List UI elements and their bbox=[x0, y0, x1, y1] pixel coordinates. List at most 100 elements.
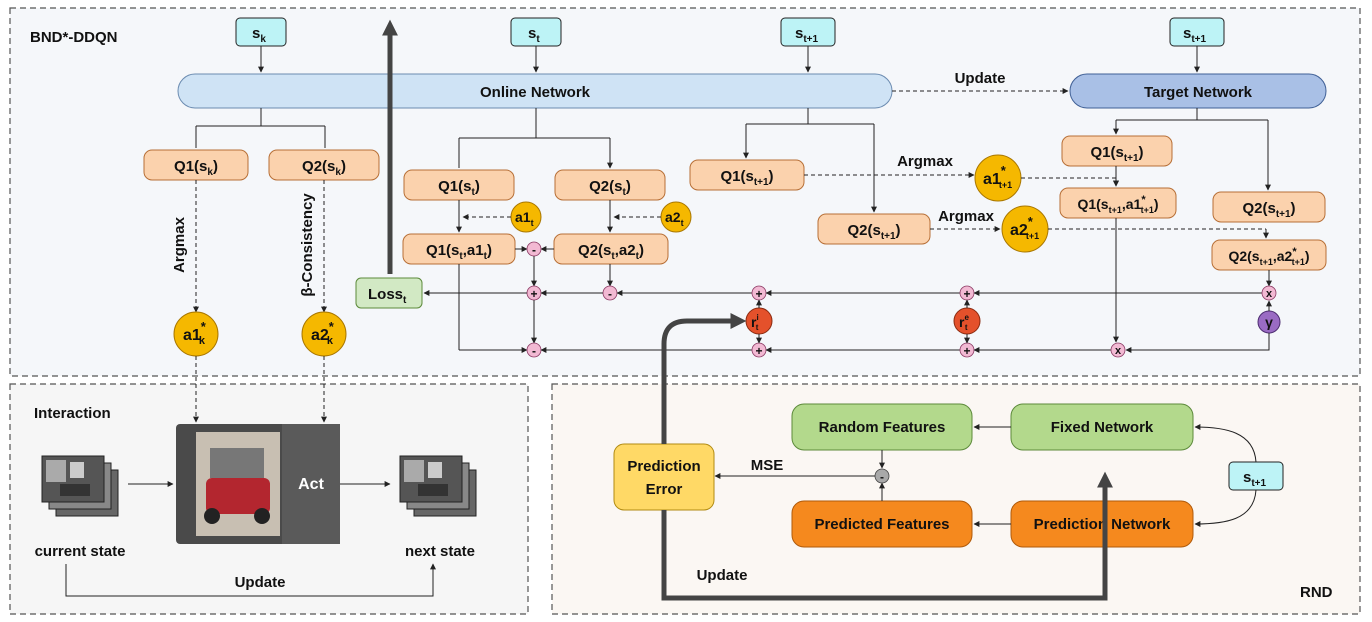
svg-text:Online Network: Online Network bbox=[480, 84, 591, 101]
prediction-network-node: Prediction Network bbox=[1010, 500, 1194, 548]
svg-text:a1t: a1t bbox=[515, 209, 534, 228]
input-st1: st+1 bbox=[780, 17, 836, 47]
q2-st1-node: Q2(st+1) bbox=[817, 213, 931, 245]
agent-robot-image: Act bbox=[176, 424, 340, 544]
predicted-features-node: Predicted Features bbox=[791, 500, 973, 548]
svg-text:a1*t+1: a1*t+1 bbox=[983, 163, 1012, 190]
a2k-star-circle: a2*k bbox=[301, 311, 347, 357]
svg-text:-: - bbox=[532, 344, 536, 358]
minus-op-3: - bbox=[526, 342, 542, 358]
times-op-upper: x bbox=[1261, 285, 1277, 301]
random-features-node: Random Features bbox=[791, 403, 973, 451]
q2-st-node: Q2(st) bbox=[554, 169, 666, 201]
q1-sk-node: Q1(sk) bbox=[143, 149, 249, 181]
ddqn-title: BND*-DDQN bbox=[30, 29, 118, 46]
svg-text:Q2(st+1,a2*t+1): Q2(st+1,a2*t+1) bbox=[1228, 246, 1309, 267]
svg-text:+: + bbox=[963, 287, 970, 301]
svg-text:Fixed Network: Fixed Network bbox=[1051, 419, 1154, 436]
gamma-circle: γ bbox=[1257, 310, 1281, 334]
svg-text:Random Features: Random Features bbox=[819, 419, 946, 436]
current-state-label: current state bbox=[35, 543, 126, 560]
svg-text:Target Network: Target Network bbox=[1144, 84, 1253, 101]
target-network: Target Network bbox=[1069, 73, 1327, 109]
rnd-title: RND bbox=[1300, 584, 1333, 601]
argmax-label-k: Argmax bbox=[171, 216, 188, 273]
a1k-star-circle: a1*k bbox=[173, 311, 219, 357]
q1-st-at-node: Q1(st,a1t) bbox=[402, 233, 516, 265]
next-state-frames bbox=[399, 455, 477, 517]
intrinsic-reward-feedback-arrow bbox=[661, 312, 747, 444]
minus-op-1: - bbox=[526, 241, 542, 257]
svg-text:-: - bbox=[608, 287, 612, 301]
input-st1-target: st+1 bbox=[1169, 17, 1225, 47]
a1t-circle: a1t bbox=[510, 201, 542, 233]
svg-text:Prediction: Prediction bbox=[627, 458, 700, 475]
a2t-circle: a2t bbox=[660, 201, 692, 233]
q1-st-node: Q1(st) bbox=[403, 169, 515, 201]
svg-text:Q1(st+1): Q1(st+1) bbox=[720, 168, 773, 188]
svg-text:rit: rit bbox=[751, 313, 759, 332]
a2-star-t1-circle: a2*t+1 bbox=[1001, 205, 1049, 253]
svg-text:st: st bbox=[528, 25, 540, 45]
svg-text:Q1(st,a1t): Q1(st,a1t) bbox=[426, 242, 492, 262]
svg-text:+: + bbox=[755, 344, 762, 358]
update-label-target: Update bbox=[955, 70, 1006, 87]
svg-text:Q2(st+1): Q2(st+1) bbox=[847, 222, 900, 242]
svg-text:ret: ret bbox=[959, 313, 969, 332]
svg-text:Q1(st+1): Q1(st+1) bbox=[1090, 144, 1143, 164]
svg-text:Prediction Network: Prediction Network bbox=[1034, 516, 1171, 533]
q1-st1-node: Q1(st+1) bbox=[689, 159, 805, 191]
svg-text:+: + bbox=[755, 287, 762, 301]
svg-text:Q1(st+1,a1*t+1): Q1(st+1,a1*t+1) bbox=[1077, 194, 1158, 215]
svg-text:-: - bbox=[880, 470, 884, 484]
svg-text:st+1: st+1 bbox=[795, 25, 819, 45]
svg-text:a1*k: a1*k bbox=[183, 319, 207, 347]
svg-text:a2t: a2t bbox=[665, 209, 684, 228]
q2-st-at-node: Q2(st,a2t) bbox=[553, 233, 669, 265]
argmax-label-q2: Argmax bbox=[938, 208, 995, 225]
svg-text:Q1(sk): Q1(sk) bbox=[174, 158, 218, 178]
svg-text:Predicted Features: Predicted Features bbox=[814, 516, 949, 533]
target-q2-st1-a2-node: Q2(st+1,a2*t+1) bbox=[1211, 239, 1327, 271]
svg-text:Q2(sk): Q2(sk) bbox=[302, 158, 346, 178]
times-op-lower: x bbox=[1110, 342, 1126, 358]
svg-text:st+1: st+1 bbox=[1183, 25, 1207, 45]
svg-text:sk: sk bbox=[252, 25, 266, 45]
svg-text:-: - bbox=[532, 243, 536, 257]
target-q1-st1-a1-node: Q1(st+1,a1*t+1) bbox=[1059, 187, 1177, 219]
interaction-title: Interaction bbox=[34, 405, 111, 422]
svg-text:Losst: Losst bbox=[368, 286, 407, 306]
loss-node: Losst bbox=[355, 277, 423, 309]
svg-text:Q2(st+1): Q2(st+1) bbox=[1242, 200, 1295, 220]
input-st1-rnd: st+1 bbox=[1228, 461, 1284, 491]
svg-text:x: x bbox=[1115, 345, 1122, 357]
svg-text:a2*k: a2*k bbox=[311, 319, 335, 347]
a1-star-t1-circle: a1*t+1 bbox=[974, 154, 1022, 202]
prediction-error-node: Prediction Error bbox=[613, 443, 715, 511]
q2-sk-node: Q2(sk) bbox=[268, 149, 380, 181]
interaction-update-label: Update bbox=[235, 574, 286, 591]
input-sk: sk bbox=[235, 17, 287, 47]
target-q2-st1-node: Q2(st+1) bbox=[1212, 191, 1326, 223]
fixed-network-node: Fixed Network bbox=[1010, 403, 1194, 451]
act-label: Act bbox=[298, 476, 324, 493]
online-network: Online Network bbox=[177, 73, 893, 109]
beta-consistency-label: β-Consistency bbox=[299, 193, 316, 297]
argmax-label-q1: Argmax bbox=[897, 153, 954, 170]
svg-text:a2*t+1: a2*t+1 bbox=[1010, 214, 1039, 241]
svg-text:st+1: st+1 bbox=[1243, 469, 1267, 489]
svg-text:+: + bbox=[963, 344, 970, 358]
next-state-label: next state bbox=[405, 543, 475, 560]
svg-text:γ: γ bbox=[1265, 314, 1273, 330]
current-state-frames bbox=[41, 455, 119, 517]
svg-text:+: + bbox=[530, 287, 537, 301]
svg-text:Error: Error bbox=[646, 481, 683, 498]
input-st: st bbox=[510, 17, 562, 47]
rnd-update-arrow bbox=[661, 471, 1114, 601]
svg-text:Q2(st): Q2(st) bbox=[589, 178, 631, 198]
svg-text:Q1(st): Q1(st) bbox=[438, 178, 480, 198]
target-q1-st1-node: Q1(st+1) bbox=[1061, 135, 1173, 167]
